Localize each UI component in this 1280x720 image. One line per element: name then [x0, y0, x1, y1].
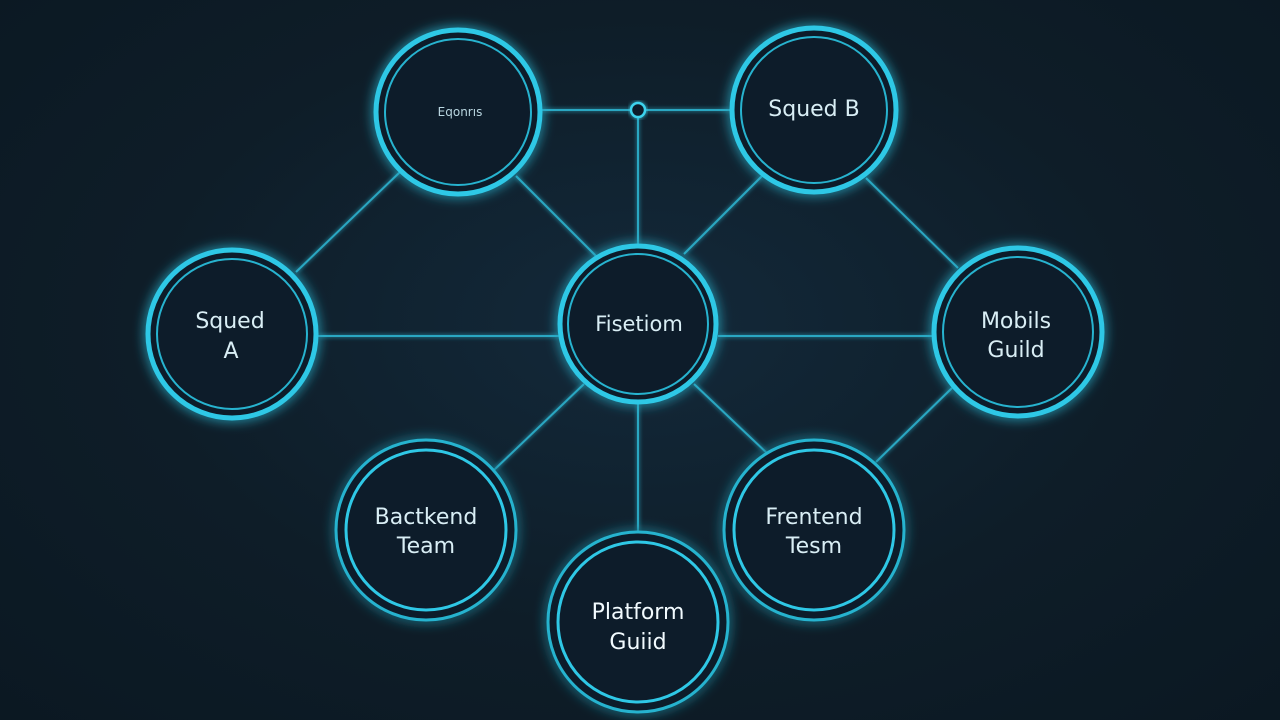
node-mobile-guild-line1: Mobils: [981, 309, 1051, 334]
node-backend-team[interactable]: Bactkend Team: [334, 438, 518, 622]
node-center[interactable]: Fisetiom: [557, 243, 719, 405]
node-squad-a-line1: Squed: [195, 309, 264, 334]
node-platform-guild-line2: Guiid: [609, 630, 666, 655]
edge-mobile-frontend: [875, 387, 953, 463]
node-squad-a-line2: A: [223, 339, 238, 364]
edge-squadb-center: [683, 175, 763, 255]
edge-center-backend: [493, 383, 585, 471]
node-backend-team-line2: Team: [396, 534, 455, 559]
node-platform-guild-line1: Platform: [592, 600, 685, 625]
connector-lines: [295, 109, 959, 532]
edge-center-frontend: [693, 383, 771, 457]
junction-dot: [629, 101, 647, 119]
node-frontend-team-line2: Tesm: [785, 534, 842, 559]
node-mobile-guild[interactable]: Mobils Guild: [931, 245, 1105, 419]
node-top-left[interactable]: Eqonrıs: [373, 27, 543, 197]
edge-topleft-squada: [295, 171, 401, 273]
node-center-label: Fisetiom: [595, 312, 683, 336]
node-backend-team-line1: Bactkend: [375, 505, 478, 530]
node-frontend-team-line1: Frentend: [765, 505, 862, 530]
node-top-left-label: Eqonrıs: [438, 105, 483, 119]
node-squad-b[interactable]: Squed B: [729, 25, 899, 195]
edge-topleft-center: [515, 175, 597, 257]
edge-squadb-mobile: [865, 177, 959, 269]
node-mobile-guild-line2: Guild: [987, 338, 1044, 363]
node-squad-a[interactable]: Squed A: [145, 247, 319, 421]
node-squad-b-label: Squed B: [768, 97, 859, 122]
node-platform-guild[interactable]: Platform Guiid: [546, 530, 730, 714]
node-frontend-team[interactable]: Frentend Tesm: [722, 438, 906, 622]
